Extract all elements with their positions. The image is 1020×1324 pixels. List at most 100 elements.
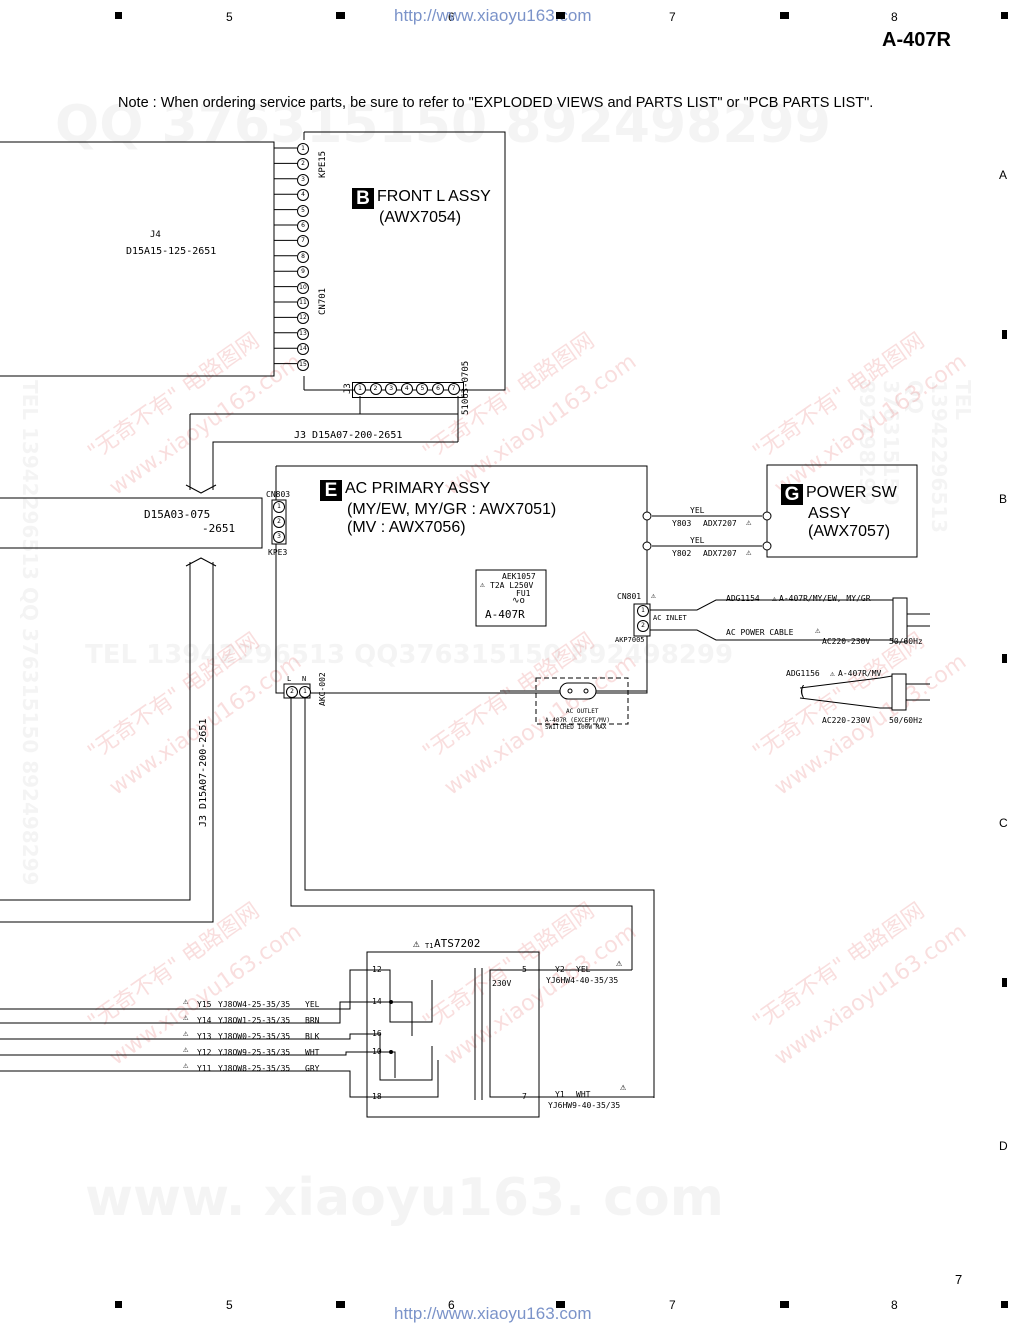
y803-ref: Y803 <box>672 519 692 528</box>
ac-inlet-label: AC INLET <box>653 614 687 622</box>
ruler-mark <box>556 1301 565 1308</box>
y2-color: YEL <box>576 965 591 974</box>
cn701-pin: 8 <box>297 250 309 263</box>
badge-b: B <box>352 188 374 209</box>
n-label: N <box>302 675 307 683</box>
fuse-rating: T2A L250V <box>490 581 534 590</box>
transformer-primary-pin: 14 <box>372 997 382 1006</box>
cn701-pin: 13 <box>297 327 309 340</box>
kpe3-label: KPE3 <box>268 548 288 557</box>
cn803-label: CN803 <box>266 490 291 499</box>
cn801-pin: 2 <box>637 620 649 632</box>
j4-board-outline <box>0 141 275 377</box>
column-number: 7 <box>669 1298 676 1312</box>
fuse-ref: FU1 <box>516 589 531 598</box>
primary-wire-warning-icon: ⚠ <box>183 997 189 1007</box>
transformer-primary-pin: 10 <box>372 1047 382 1056</box>
d15a03-line1: D15A03-075 <box>144 508 211 521</box>
column-number: 5 <box>226 10 233 24</box>
j3-pin: 2 <box>369 383 382 395</box>
row-letter: D <box>999 1139 1008 1153</box>
front-l-assy-outline <box>304 131 506 391</box>
j3-cable-vertical-label: J3 D15A07-200-2651 <box>198 718 209 827</box>
primary-wire-part: YJ8OW8-25-35/35 <box>218 1064 291 1073</box>
model-title: A-407R <box>882 29 951 51</box>
fuse-warning-icon: ⚠ <box>480 580 485 589</box>
ac-cable-freq: 50/60Hz <box>889 637 923 646</box>
column-number: 8 <box>891 1298 898 1312</box>
ac-cable-name: AC POWER CABLE <box>726 628 794 637</box>
ac-cable-rating: AC220-230V <box>822 637 871 646</box>
cn803-pin: 1 <box>273 501 285 513</box>
akc-label: AKC-002 <box>318 672 327 706</box>
j4-part: D15A15-125-2651 <box>126 246 217 257</box>
cn801-pin: 1 <box>637 605 649 617</box>
ac-outlet-note2: SWITCHED 100W MAX <box>545 724 607 731</box>
y2-part: YJ6HW4-40-35/35 <box>546 976 619 985</box>
j3-pin: 4 <box>400 383 413 395</box>
front-l-assy-part: (AWX7054) <box>379 209 462 226</box>
column-number: 6 <box>448 10 455 24</box>
fuse-box <box>475 569 547 627</box>
ac-cable-freq2: 50/60Hz <box>889 716 923 725</box>
cn701-pin: 3 <box>297 173 309 186</box>
y802-warning-icon: ⚠ <box>746 548 752 558</box>
cn701-pin: 11 <box>297 297 309 309</box>
column-number: 8 <box>891 10 898 24</box>
cn701-pin: 9 <box>297 266 309 279</box>
ruler-mark <box>115 12 122 19</box>
watermark-bottom: www. xiaoyu163. com <box>85 1168 724 1228</box>
j3-cable-top-label: J3 D15A07-200-2651 <box>294 430 403 441</box>
ruler-mark <box>780 1301 789 1308</box>
transformer-primary-pin: 18 <box>372 1092 382 1101</box>
cn701-pin: 7 <box>297 235 309 248</box>
primary-wire-part: YJ8OW4-25-35/35 <box>218 1000 291 1009</box>
primary-wire-part: YJ8OW9-25-35/35 <box>218 1048 291 1057</box>
ruler-mark <box>336 12 345 19</box>
j3-pin: 1 <box>354 383 366 395</box>
badge-g: G <box>781 484 803 505</box>
j3-pin: 3 <box>385 383 398 395</box>
y1-part: YJ6HW9-40-35/35 <box>548 1101 621 1110</box>
source-url: http://www.xiaoyu163.com <box>394 1304 592 1323</box>
cn701-pin: 10 <box>297 281 309 294</box>
j3-part: 51063-0705 <box>461 360 471 415</box>
cn701-pin: 5 <box>297 204 309 217</box>
ruler-mark <box>336 1301 345 1308</box>
cn801-label: CN801 <box>617 592 642 601</box>
j3-connector-body <box>352 382 464 398</box>
transformer-warning-icon: ⚠ <box>413 937 420 950</box>
primary-wire-color: BRN <box>305 1016 320 1025</box>
primary-wire-warning-icon: ⚠ <box>183 1045 189 1055</box>
transformer-ref: T1 <box>425 942 434 950</box>
ac-primary-name: AC PRIMARY ASSY <box>345 480 491 497</box>
column-number: 6 <box>448 1298 455 1312</box>
ruler-mark <box>1001 1301 1008 1308</box>
transformer-box <box>366 951 540 1118</box>
ac-cable-warning-icon: ⚠ <box>772 594 777 603</box>
page-number: 7 <box>955 1272 963 1287</box>
power-sw-line3: (AWX7057) <box>808 523 891 540</box>
primary-wire-warning-icon: ⚠ <box>183 1029 189 1039</box>
cn803-pin: 3 <box>273 531 285 543</box>
y803-color: YEL <box>690 506 705 515</box>
primary-wire-ref: Y13 <box>197 1032 212 1041</box>
ac-primary-line2: (MY/EW, MY/GR : AWX7051) <box>347 501 557 518</box>
y803-warning-icon: ⚠ <box>746 518 752 528</box>
y1-color: WHT <box>576 1090 591 1099</box>
y2-ref: Y2 <box>555 965 565 974</box>
ruler-mark <box>556 12 565 19</box>
ln-pin: 2 <box>286 686 298 698</box>
ruler-mark <box>1002 654 1007 663</box>
ac-primary-line3: (MV : AWX7056) <box>347 519 466 536</box>
column-number: 5 <box>226 1298 233 1312</box>
ac-outlet-box <box>535 677 629 725</box>
cn701-pin: 14 <box>297 343 309 356</box>
d15a03-board-outline <box>0 497 263 549</box>
ruler-mark <box>115 1301 122 1308</box>
kpe15-label: KPE15 <box>318 150 328 178</box>
primary-wire-ref: Y15 <box>197 1000 212 1009</box>
d15a03-line2: -2651 <box>202 522 236 535</box>
